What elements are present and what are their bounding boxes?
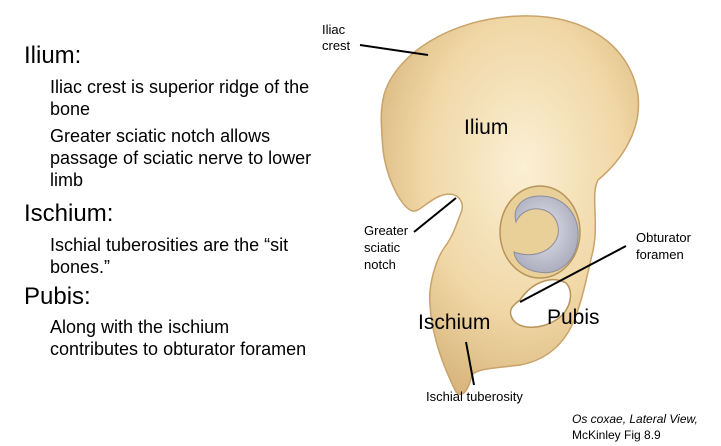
acetabulum-cartilage: [513, 195, 579, 274]
pubis-point-1-line-1: Along with the ischium: [50, 317, 230, 337]
ischium-point-1-line-2: bones.”: [50, 257, 111, 277]
iliac-crest-leader: [359, 44, 429, 56]
ilium-point-1-line-1: Iliac crest is superior ridge of the: [50, 77, 310, 97]
label-greater-sciatic-notch-line-3: notch: [364, 257, 396, 272]
caption-line-2: McKinley Fig 8.9: [572, 428, 661, 442]
label-greater-sciatic-notch-line-2: sciatic: [364, 240, 401, 255]
obturator-foramen-hole: [509, 279, 572, 328]
label-iliac-crest-line-2: crest: [322, 38, 351, 53]
ischial-tuberosity-leader: [465, 341, 475, 386]
label-greater-sciatic-notch-line-1: Greater: [364, 223, 409, 238]
label-obturator-foramen-line-2: foramen: [636, 247, 684, 262]
label-ilium: Ilium: [464, 116, 509, 139]
ilium-heading: Ilium:: [24, 42, 82, 69]
greater-sciatic-notch-leader: [413, 197, 457, 233]
label-pubis: Pubis: [547, 306, 600, 329]
ilium-point-1-line-2: bone: [50, 99, 91, 119]
label-obturator-foramen-line-1: Obturator: [636, 230, 691, 245]
ischium-point-1-line-1: Ischial tuberosities are the “sit: [50, 235, 289, 255]
ilium-point-2-line-3: limb: [50, 170, 84, 190]
label-ischial-tuberosity: Ischial tuberosity: [426, 389, 523, 404]
label-iliac-crest-line-1: Iliac: [322, 22, 346, 37]
caption-line-1: Os coxae, Lateral View,: [572, 412, 698, 426]
ilium-point-2-line-2: passage of sciatic nerve to lower: [50, 148, 312, 168]
obturator-foramen-leader: [519, 245, 627, 303]
pubis-point-1-line-2: contributes to obturator foramen: [50, 339, 307, 359]
ilium-point-2-line-1: Greater sciatic notch allows: [50, 126, 271, 146]
pubis-heading: Pubis:: [24, 283, 91, 310]
label-ischium: Ischium: [418, 311, 491, 334]
ischium-heading: Ischium:: [24, 200, 114, 227]
